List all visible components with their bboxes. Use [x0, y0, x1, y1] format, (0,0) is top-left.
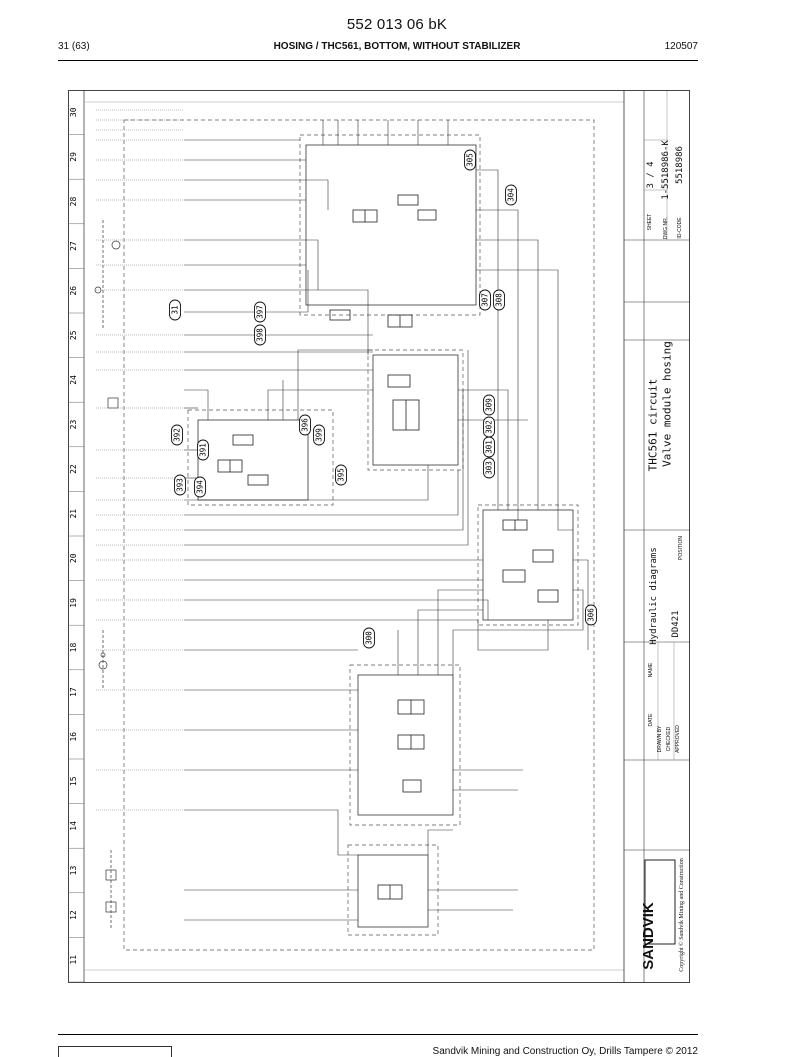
callout-399: 399 — [313, 424, 325, 446]
grid-number: 25 — [69, 330, 78, 340]
callout-number: 398 — [256, 328, 265, 342]
callout-300: 300 — [363, 627, 375, 649]
callout-391: 391 — [197, 439, 209, 461]
callout-number: 300 — [365, 631, 374, 645]
grid-number: 19 — [69, 598, 78, 608]
footer-logo — [58, 1046, 172, 1057]
grid-number: 11 — [69, 955, 78, 965]
grid-number: 14 — [69, 821, 78, 831]
hydraulic-drawing: 30 29 28 27 26 25 24 23 22 21 20 19 18 17 16 15 14 13 12 11 — [68, 90, 690, 983]
footer-rule — [58, 1034, 698, 1035]
callout-number: 397 — [256, 305, 265, 319]
callout-number: 392 — [173, 428, 182, 442]
callout-31: 31 — [169, 299, 181, 321]
grid-number: 21 — [69, 509, 78, 519]
callout-number: 301 — [485, 440, 494, 454]
callout-number: 304 — [507, 188, 516, 202]
grid-number: 29 — [69, 152, 78, 162]
grid-number: 12 — [69, 910, 78, 920]
callout-305: 305 — [464, 149, 476, 171]
callout-392: 392 — [171, 424, 183, 446]
grid-number: 15 — [69, 776, 78, 786]
callout-number: 396 — [301, 418, 310, 432]
callout-number: 303 — [485, 461, 494, 475]
grid-number: 27 — [69, 241, 78, 251]
page-title: HOSING / THC561, BOTTOM, WITHOUT STABILI… — [273, 41, 521, 52]
page-indicator: 31 (63) — [58, 41, 90, 52]
callout-number: 302 — [485, 420, 494, 434]
callout-303: 303 — [483, 457, 495, 479]
grid-number: 17 — [69, 687, 78, 697]
callout-397: 397 — [254, 301, 266, 323]
grid-number: 22 — [69, 464, 78, 474]
grid-number: 13 — [69, 866, 78, 876]
grid-number: 16 — [69, 732, 78, 742]
callout-number: 305 — [466, 153, 475, 167]
revision-date: 120507 — [664, 41, 698, 52]
callout-302: 302 — [483, 416, 495, 438]
callout-398: 398 — [254, 324, 266, 346]
grid-number: 24 — [69, 375, 78, 385]
callout-394: 394 — [194, 476, 206, 498]
callout-309: 309 — [483, 394, 495, 416]
callout-396: 396 — [299, 414, 311, 436]
callout-number: 393 — [176, 478, 185, 492]
grid-number: 26 — [69, 286, 78, 296]
grid-number: 18 — [69, 643, 78, 653]
callout-number: 399 — [315, 428, 324, 442]
callout-number: 308 — [495, 293, 504, 307]
callout-number: 391 — [199, 443, 208, 457]
callout-306: 306 — [585, 604, 597, 626]
header-rule — [58, 60, 698, 61]
grid-number: 20 — [69, 553, 78, 563]
callout-number: 309 — [485, 398, 494, 412]
doc-number: 552 013 06 bK — [346, 16, 448, 33]
title-block — [623, 91, 690, 982]
grid-number: 28 — [69, 197, 78, 207]
footer-text: Sandvik Mining and Construction Oy, Dril… — [432, 1046, 698, 1057]
callout-307: 307 — [479, 289, 491, 311]
grid-number: 30 — [69, 107, 78, 117]
callout-301: 301 — [483, 436, 495, 458]
callout-number: 307 — [481, 293, 490, 307]
grid-number: 23 — [69, 420, 78, 430]
callout-number: 394 — [196, 480, 205, 494]
callout-393: 393 — [174, 474, 186, 496]
callout-395: 395 — [335, 464, 347, 486]
callout-number: 306 — [587, 608, 596, 622]
callout-number: 31 — [171, 305, 180, 314]
callout-number: 395 — [337, 468, 346, 482]
callout-304: 304 — [505, 184, 517, 206]
callout-308: 308 — [493, 289, 505, 311]
